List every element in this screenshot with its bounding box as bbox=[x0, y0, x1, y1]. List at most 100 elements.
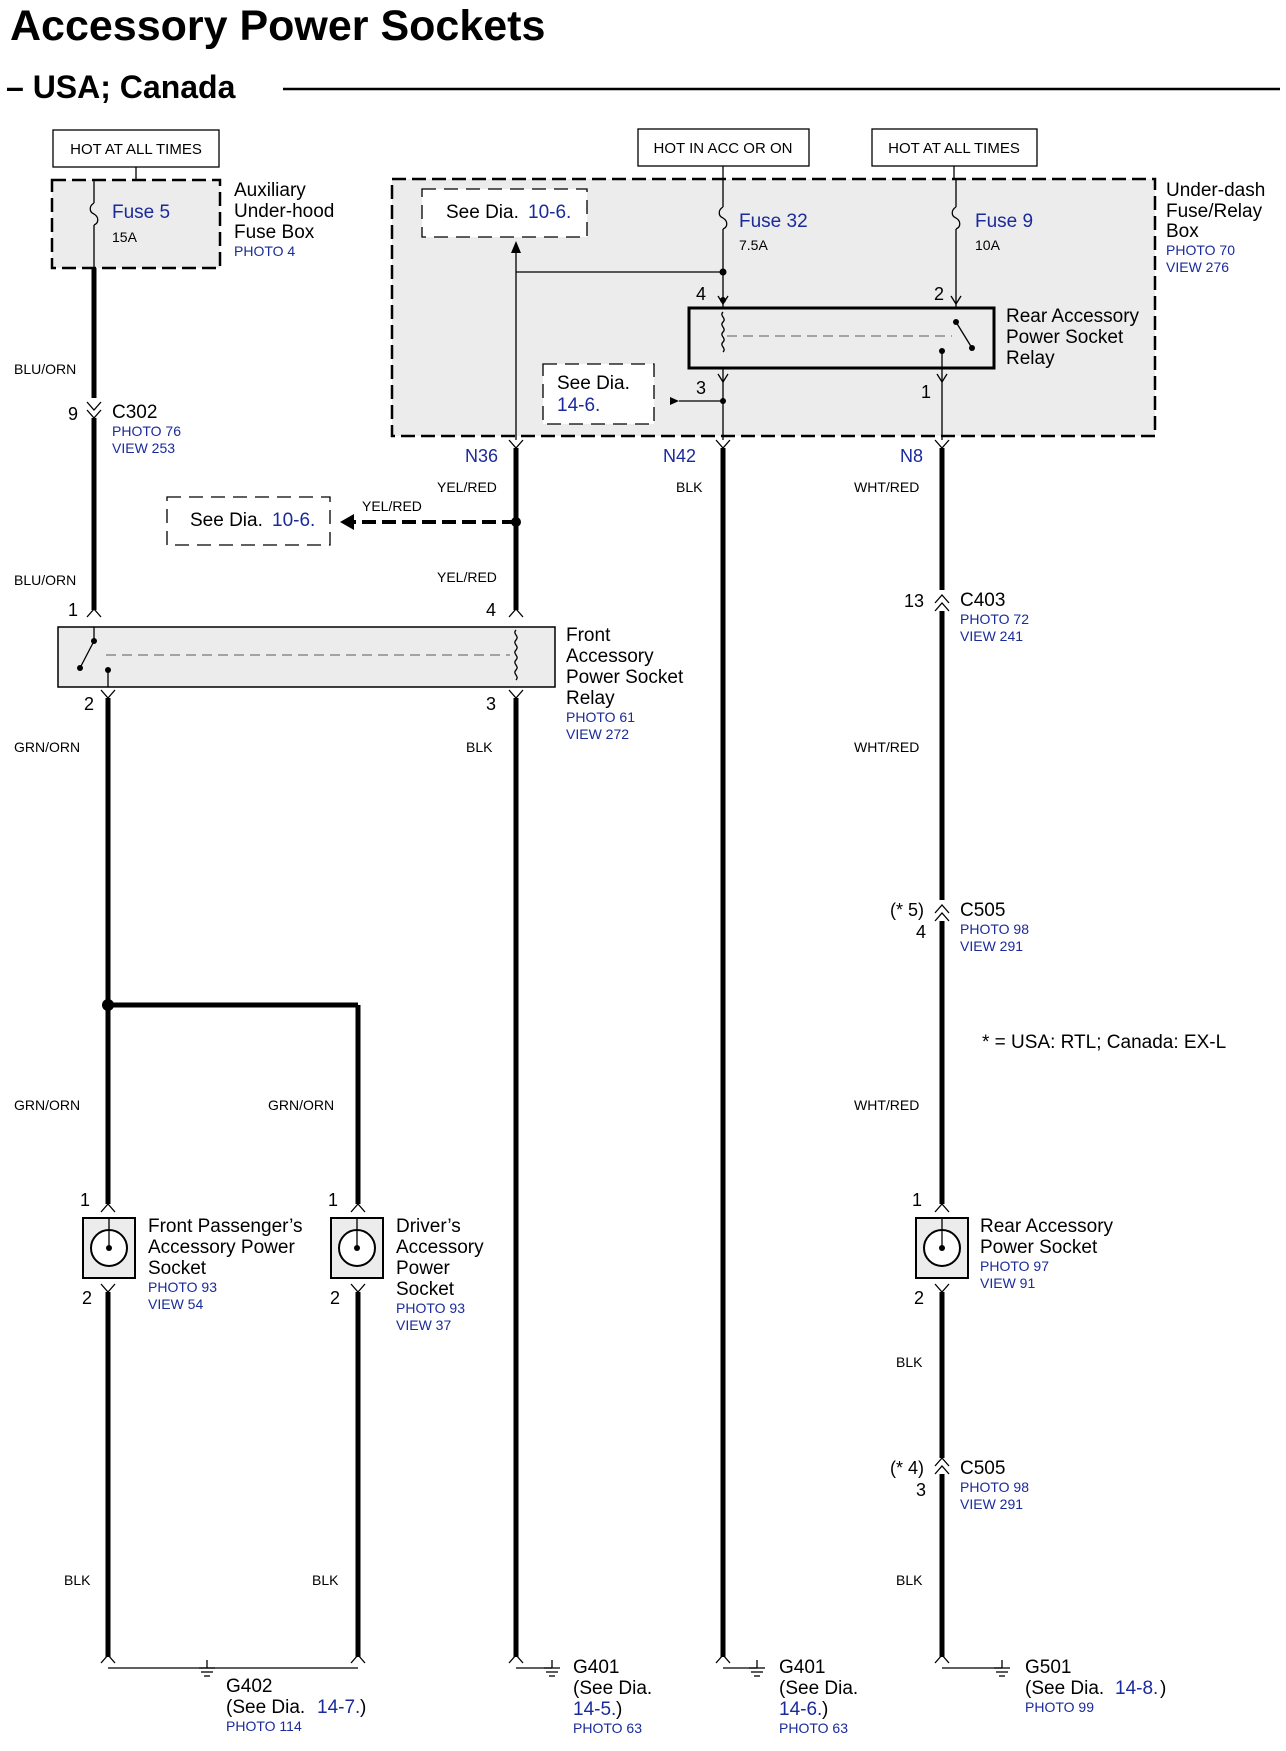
c403-name: C403 bbox=[960, 590, 1005, 611]
wire-wht-red-mid: WHT/RED bbox=[854, 739, 919, 755]
wire-wht-red-bottom: WHT/RED bbox=[854, 1097, 919, 1113]
underdash-photo: PHOTO 70 bbox=[1166, 242, 1235, 258]
front-accessory-relay bbox=[57, 626, 556, 688]
svg-text:See Dia.: See Dia. bbox=[190, 510, 263, 531]
g402-ref[interactable]: 14-7. bbox=[317, 1697, 360, 1718]
underdash-name-3: Box bbox=[1166, 221, 1199, 242]
ground-g402 bbox=[100, 1654, 366, 1677]
drv-socket-pin-1: 1 bbox=[328, 1190, 338, 1210]
see-dia-10-6-left[interactable]: See Dia. 10-6. bbox=[166, 496, 331, 546]
rear-socket-name-1: Rear Accessory bbox=[980, 1216, 1114, 1237]
c505b-photo: PHOTO 98 bbox=[960, 1479, 1029, 1495]
g501-photo: PHOTO 99 bbox=[1025, 1699, 1094, 1715]
hot-label-acc: HOT IN ACC OR ON bbox=[637, 128, 810, 167]
rear-relay-pin-3: 3 bbox=[696, 378, 706, 398]
auxiliary-fuse-box: Fuse 5 15A bbox=[50, 178, 222, 270]
c505a-view: VIEW 291 bbox=[960, 938, 1023, 954]
g401a-ref[interactable]: 14-5. bbox=[573, 1699, 616, 1720]
g401a-photo: PHOTO 63 bbox=[573, 1720, 642, 1736]
g401b-ref[interactable]: 14-6. bbox=[779, 1699, 822, 1720]
drv-socket-pin-2: 2 bbox=[330, 1288, 340, 1308]
svg-text:See Dia.: See Dia. bbox=[557, 373, 630, 394]
see-dia-14-6[interactable]: See Dia. 14-6. bbox=[542, 363, 655, 425]
rear-relay-pin-1: 1 bbox=[921, 382, 931, 402]
wire-yel-red-n36: YEL/RED bbox=[437, 479, 497, 495]
fuse-5-label: Fuse 5 bbox=[112, 202, 170, 223]
rear-relay-pin-4: 4 bbox=[696, 284, 706, 304]
g402-see: (See Dia. bbox=[226, 1697, 305, 1718]
front-relay-pin-2: 2 bbox=[84, 694, 94, 714]
front-relay-name-1: Front bbox=[566, 625, 611, 646]
c505a-name: C505 bbox=[960, 900, 1005, 921]
g402-close: ) bbox=[360, 1697, 366, 1718]
g401b-close: ) bbox=[822, 1699, 828, 1720]
fuse-symbol bbox=[89, 202, 99, 226]
g501-ref[interactable]: 14-8. bbox=[1115, 1678, 1158, 1699]
footnote: * = USA: RTL; Canada: EX-L bbox=[982, 1032, 1226, 1053]
aux-box-name-3: Fuse Box bbox=[234, 222, 315, 243]
rear-socket-pin-2: 2 bbox=[914, 1288, 924, 1308]
drv-socket-name-4: Socket bbox=[396, 1279, 455, 1300]
underdash-name-1: Under-dash bbox=[1166, 180, 1265, 201]
c302-name: C302 bbox=[112, 402, 157, 423]
c505b-name: C505 bbox=[960, 1458, 1005, 1479]
rear-socket-name-2: Power Socket bbox=[980, 1237, 1098, 1258]
aux-box-name-2: Under-hood bbox=[234, 201, 334, 222]
fuse-32-symbol bbox=[718, 206, 728, 230]
wire-yel-red-lower: YEL/RED bbox=[437, 569, 497, 585]
aux-box-name-1: Auxiliary bbox=[234, 180, 306, 201]
fuse-32-label: Fuse 32 bbox=[739, 211, 808, 232]
node-n42: N42 bbox=[663, 446, 696, 466]
fuse-5-amp: 15A bbox=[112, 229, 138, 245]
svg-text:HOT AT ALL TIMES: HOT AT ALL TIMES bbox=[70, 141, 202, 158]
c505b-star: (* 4) bbox=[890, 1458, 924, 1478]
underdash-view: VIEW 276 bbox=[1166, 259, 1229, 275]
front-relay-name-4: Relay bbox=[566, 688, 615, 709]
c302-view: VIEW 253 bbox=[112, 440, 175, 456]
hot-label-underdash: HOT AT ALL TIMES bbox=[871, 128, 1038, 167]
drv-socket-view: VIEW 37 bbox=[396, 1317, 451, 1333]
underdash-name-2: Fuse/Relay bbox=[1166, 201, 1263, 222]
drv-socket-photo: PHOTO 93 bbox=[396, 1300, 465, 1316]
wire-blu-orn-bottom: BLU/ORN bbox=[14, 572, 76, 588]
c505b-view: VIEW 291 bbox=[960, 1496, 1023, 1512]
g401a-name: G401 bbox=[573, 1657, 619, 1678]
front-relay-view: VIEW 272 bbox=[566, 726, 629, 742]
fp-socket-name-1: Front Passenger’s bbox=[148, 1216, 303, 1237]
c302-photo: PHOTO 76 bbox=[112, 423, 181, 439]
fp-socket-pin-2: 2 bbox=[82, 1288, 92, 1308]
node-n36: N36 bbox=[465, 446, 498, 466]
fp-socket-view: VIEW 54 bbox=[148, 1296, 203, 1312]
c505a-photo: PHOTO 98 bbox=[960, 921, 1029, 937]
wire-grn-orn-left: GRN/ORN bbox=[14, 1097, 80, 1113]
g401b-see: (See Dia. bbox=[779, 1678, 858, 1699]
rear-socket-pin-1: 1 bbox=[912, 1190, 922, 1210]
c505a-pin: 4 bbox=[916, 922, 926, 942]
front-relay-photo: PHOTO 61 bbox=[566, 709, 635, 725]
page-title: Accessory Power Sockets bbox=[10, 2, 545, 50]
wire-blk-rear-bottom: BLK bbox=[896, 1572, 923, 1588]
rear-relay-name-1: Rear Accessory bbox=[1006, 306, 1140, 327]
wire-blk-rear-top: BLK bbox=[896, 1354, 923, 1370]
rear-socket bbox=[915, 1203, 969, 1293]
rear-relay-pin-2: 2 bbox=[934, 284, 944, 304]
wire-blk-fp: BLK bbox=[64, 1572, 91, 1588]
aux-box-photo: PHOTO 4 bbox=[234, 243, 295, 259]
svg-text:HOT IN ACC OR ON: HOT IN ACC OR ON bbox=[654, 140, 793, 157]
fp-socket-pin-1: 1 bbox=[80, 1190, 90, 1210]
node-n8: N8 bbox=[900, 446, 923, 466]
svg-text:10-6.: 10-6. bbox=[272, 510, 315, 531]
svg-text:14-6.: 14-6. bbox=[557, 395, 600, 416]
wire-grn-orn-right: GRN/ORN bbox=[268, 1097, 334, 1113]
g401a-close: ) bbox=[616, 1699, 622, 1720]
rear-accessory-relay bbox=[687, 306, 996, 370]
front-relay-pin-1: 1 bbox=[68, 600, 78, 620]
fuse-9-label: Fuse 9 bbox=[975, 211, 1033, 232]
rear-relay-name-3: Relay bbox=[1006, 348, 1055, 369]
see-dia-10-6-top[interactable]: See Dia. 10-6. bbox=[421, 188, 588, 238]
g401a-see: (See Dia. bbox=[573, 1678, 652, 1699]
front-relay-name-3: Power Socket bbox=[566, 667, 684, 688]
rear-relay-name-2: Power Socket bbox=[1006, 327, 1124, 348]
svg-text:10-6.: 10-6. bbox=[528, 202, 571, 223]
